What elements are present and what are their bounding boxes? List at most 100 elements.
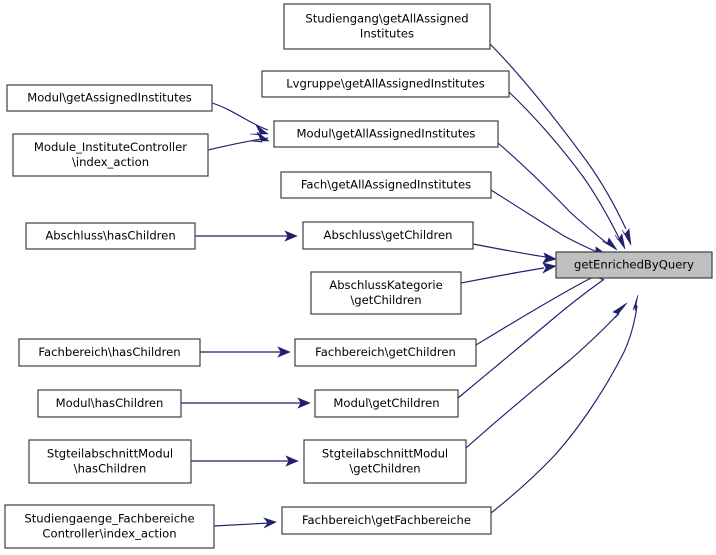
node-box[interactable]: [302, 221, 474, 250]
arrowhead-icon: [612, 302, 628, 319]
node-box[interactable]: [555, 251, 713, 279]
node-box[interactable]: [273, 120, 499, 148]
node-box[interactable]: [18, 338, 201, 367]
arrowhead-icon: [250, 131, 270, 143]
edge-fach_getallassigned-to-getenrichedbyquery: [490, 189, 608, 256]
node-label: Studiengaenge_Fachbereiche: [24, 512, 194, 526]
arrowhead-icon: [614, 233, 626, 250]
edge-line: [475, 271, 606, 346]
edge-lvgruppe_getallassigned-to-getenrichedbyquery: [508, 91, 626, 250]
node-label: getEnrichedByQuery: [574, 258, 694, 272]
node-box[interactable]: [28, 439, 192, 484]
graph-node-stgteilabschnittmodul_getchildren[interactable]: StgteilabschnittModul\getChildren: [303, 439, 467, 484]
edge-modul_getassigned-to-modul_getallassigned: [211, 102, 269, 136]
graph-node-fachbereich_getfachbereiche[interactable]: Fachbereich\getFachbereiche: [281, 506, 492, 535]
arrowhead-icon: [542, 262, 557, 274]
edge-stgteilabschnittmodul_getchildren-to-getenrichedbyquery: [465, 302, 628, 449]
node-label: Fachbereich\getFachbereiche: [302, 513, 471, 527]
node-box[interactable]: [280, 171, 492, 199]
edge-studiengaenge_fachbereiche_controller-to-fachbereich_getfachbereiche: [213, 517, 277, 529]
arrowhead-icon: [621, 228, 632, 246]
node-box[interactable]: [294, 338, 477, 367]
node-box[interactable]: [261, 70, 510, 98]
node-box[interactable]: [310, 271, 462, 315]
edge-abschluss_getchildren-to-getenrichedbyquery: [472, 243, 557, 264]
edge-line: [489, 43, 627, 230]
node-label: Lvgruppe\getAllAssignedInstitutes: [286, 77, 485, 91]
edge-studiengang_getallassigned-to-getenrichedbyquery: [489, 43, 632, 246]
edge-modul_getallassigned-to-getenrichedbyquery: [497, 142, 618, 251]
arrowhead-icon: [601, 237, 618, 251]
graph-node-modul_getallassigned[interactable]: Modul\getAllAssignedInstitutes: [273, 120, 499, 148]
node-label: Modul\hasChildren: [56, 396, 164, 410]
node-box[interactable]: [4, 504, 215, 549]
edge-line: [490, 189, 598, 253]
edge-line: [460, 267, 545, 284]
graph-node-studiengang_getallassigned[interactable]: Studiengang\getAllAssignedInstitutes: [283, 3, 491, 50]
edge-line: [211, 102, 269, 131]
graph-node-modul_getchildren[interactable]: Modul\getChildren: [314, 389, 459, 418]
arrowhead-icon: [284, 230, 298, 242]
node-label: Fachbereich\getChildren: [315, 345, 456, 359]
arrowhead-icon: [277, 346, 291, 358]
node-box[interactable]: [283, 3, 491, 50]
node-label: Modul\getChildren: [333, 396, 439, 410]
arrowhead-icon: [297, 397, 311, 409]
graph-node-fachbereich_haschildren[interactable]: Fachbereich\hasChildren: [18, 338, 201, 367]
edge-modul_getchildren-to-getenrichedbyquery: [457, 272, 614, 399]
graph-node-fach_getallassigned[interactable]: Fach\getAllAssignedInstitutes: [280, 171, 492, 199]
edge-line: [207, 137, 269, 151]
edge-line: [497, 142, 609, 245]
edge-abschluss_haschildren-to-abschluss_getchildren: [195, 230, 298, 242]
arrowhead-icon: [542, 252, 557, 264]
arrowhead-icon: [285, 455, 299, 467]
graph-node-abschluss_getchildren[interactable]: Abschluss\getChildren: [302, 221, 474, 250]
node-box[interactable]: [281, 506, 492, 535]
edge-abschlusskategorie_getchildren-to-getenrichedbyquery: [460, 262, 557, 284]
edge-modul_haschildren-to-modul_getchildren: [181, 397, 311, 409]
edge-line: [213, 522, 270, 527]
node-label: Fach\getAllAssignedInstitutes: [301, 178, 471, 192]
graph-node-modul_haschildren[interactable]: Modul\hasChildren: [37, 389, 182, 418]
graph-node-stgteilabschnittmodul_haschildren[interactable]: StgteilabschnittModul\hasChildren: [28, 439, 192, 484]
node-label: Studiengang\getAllAssigned: [305, 12, 468, 26]
node-label: Institutes: [360, 27, 414, 41]
edge-fachbereich_haschildren-to-fachbereich_getchildren: [200, 346, 291, 358]
edges-layer: [181, 43, 639, 529]
edge-line: [472, 243, 547, 258]
nodes-layer: Studiengang\getAllAssignedInstitutesLvgr…: [4, 3, 713, 549]
node-label: Modul\getAssignedInstitutes: [27, 91, 192, 105]
edge-module_institutecontroller-to-modul_getallassigned: [207, 131, 270, 151]
node-label: \getChildren: [350, 293, 421, 307]
node-label: \hasChildren: [74, 462, 147, 476]
graph-node-lvgruppe_getallassigned[interactable]: Lvgruppe\getAllAssignedInstitutes: [261, 70, 510, 98]
node-box[interactable]: [314, 389, 459, 418]
graph-node-fachbereich_getchildren[interactable]: Fachbereich\getChildren: [294, 338, 477, 367]
arrowhead-icon: [632, 294, 639, 312]
node-label: \index_action: [72, 155, 149, 169]
node-label: StgteilabschnittModul: [322, 447, 448, 461]
graph-node-studiengaenge_fachbereiche_controller[interactable]: Studiengaenge_FachbereicheController\ind…: [4, 504, 215, 549]
node-label: \getChildren: [349, 462, 420, 476]
node-box[interactable]: [303, 439, 467, 484]
node-label: StgteilabschnittModul: [47, 447, 173, 461]
node-box[interactable]: [37, 389, 182, 418]
node-box[interactable]: [25, 222, 196, 250]
edge-line: [490, 305, 638, 514]
edge-line: [457, 279, 604, 399]
edge-line: [465, 313, 619, 449]
graph-node-abschlusskategorie_getchildren[interactable]: AbschlussKategorie\getChildren: [310, 271, 462, 315]
edge-line: [508, 91, 620, 239]
graph-node-getenrichedbyquery[interactable]: getEnrichedByQuery: [555, 251, 713, 279]
edge-stgteilabschnittmodul_haschildren-to-stgteilabschnittmodul_getchildren: [191, 455, 299, 467]
graph-node-abschluss_haschildren[interactable]: Abschluss\hasChildren: [25, 222, 196, 250]
edge-fachbereich_getchildren-to-getenrichedbyquery: [475, 266, 617, 346]
node-label: Abschluss\getChildren: [324, 228, 453, 242]
node-label: Fachbereich\hasChildren: [38, 345, 180, 359]
node-box[interactable]: [12, 133, 209, 177]
graph-node-modul_getassigned[interactable]: Modul\getAssignedInstitutes: [6, 84, 213, 112]
node-box[interactable]: [6, 84, 213, 112]
edge-fachbereich_getfachbereiche-to-getenrichedbyquery: [490, 294, 639, 514]
graph-node-module_institutecontroller[interactable]: Module_InstituteController\index_action: [12, 133, 209, 177]
